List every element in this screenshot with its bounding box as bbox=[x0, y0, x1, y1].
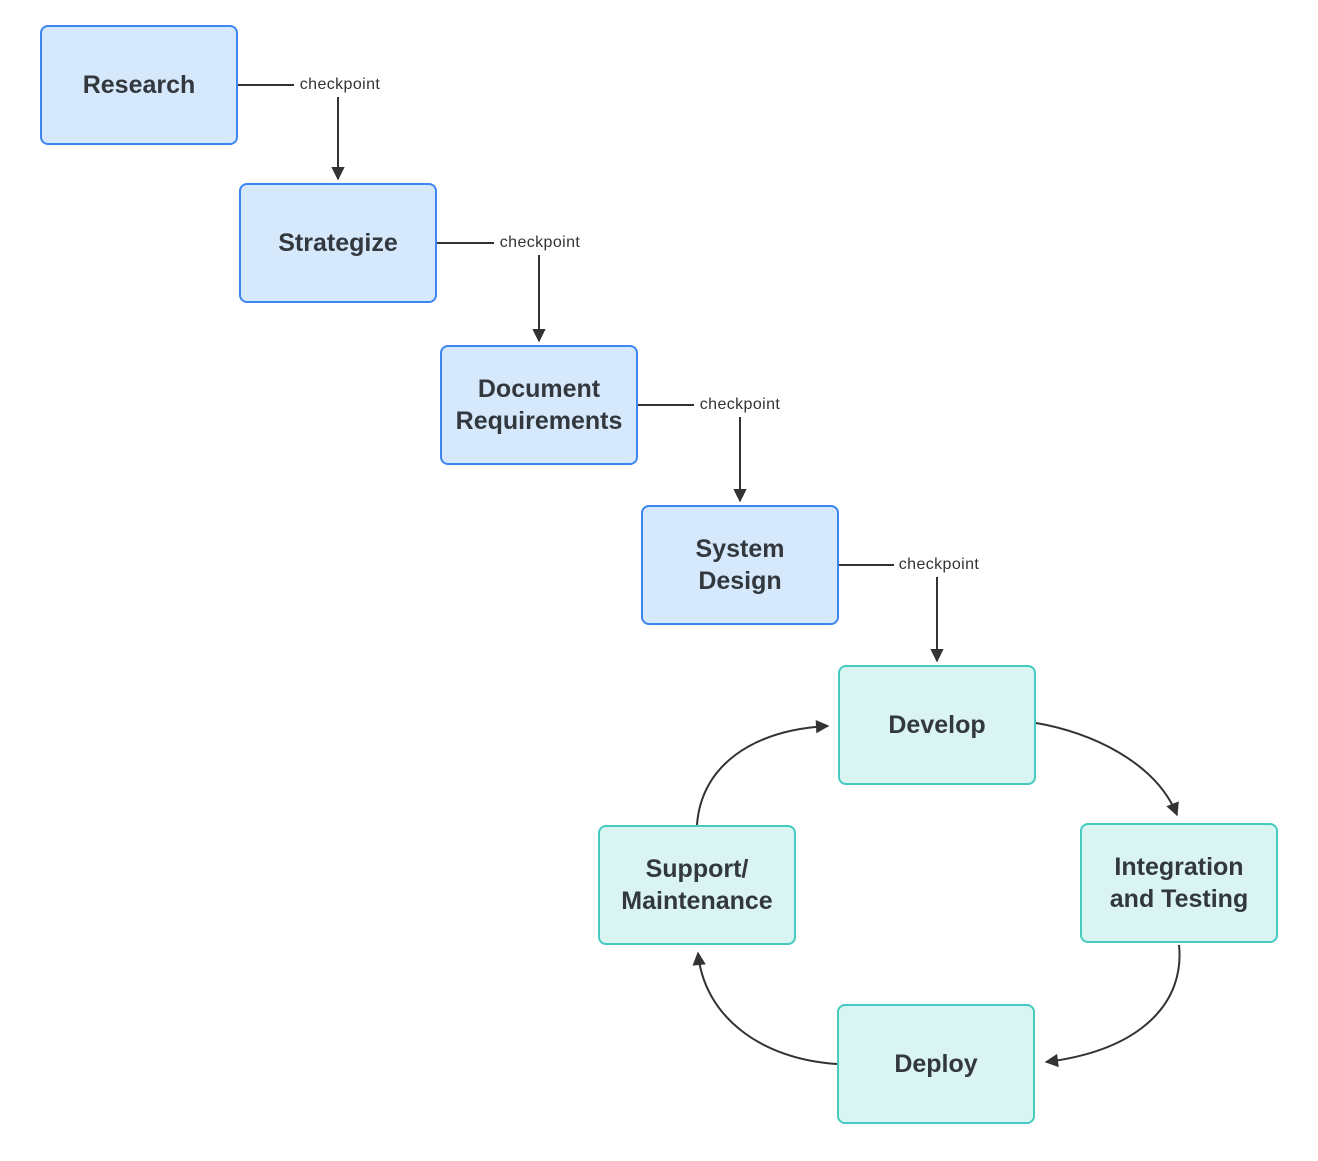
edge-label-checkpoint-2: checkpoint bbox=[499, 234, 581, 251]
edge-develop-integration-curve bbox=[1035, 722, 1179, 817]
edge-label-checkpoint-1: checkpoint bbox=[299, 76, 381, 93]
edge-label-checkpoint-3: checkpoint bbox=[699, 396, 781, 413]
node-develop[interactable]: Develop bbox=[838, 665, 1036, 785]
node-system-design[interactable]: System Design bbox=[641, 505, 839, 625]
node-deploy[interactable]: Deploy bbox=[837, 1004, 1035, 1124]
node-strategize[interactable]: Strategize bbox=[239, 183, 437, 303]
node-document-requirements[interactable]: Document Requirements bbox=[440, 345, 638, 465]
edge-integration-deploy-curve bbox=[1044, 944, 1181, 1068]
edge-label-checkpoint-4: checkpoint bbox=[898, 556, 980, 573]
node-support-maintenance[interactable]: Support/ Maintenance bbox=[598, 825, 796, 945]
node-research[interactable]: Research bbox=[40, 25, 238, 145]
edge-support-develop-curve bbox=[696, 719, 830, 826]
edge-deploy-support-curve bbox=[692, 951, 838, 1065]
node-integration-and-testing[interactable]: Integration and Testing bbox=[1080, 823, 1278, 943]
